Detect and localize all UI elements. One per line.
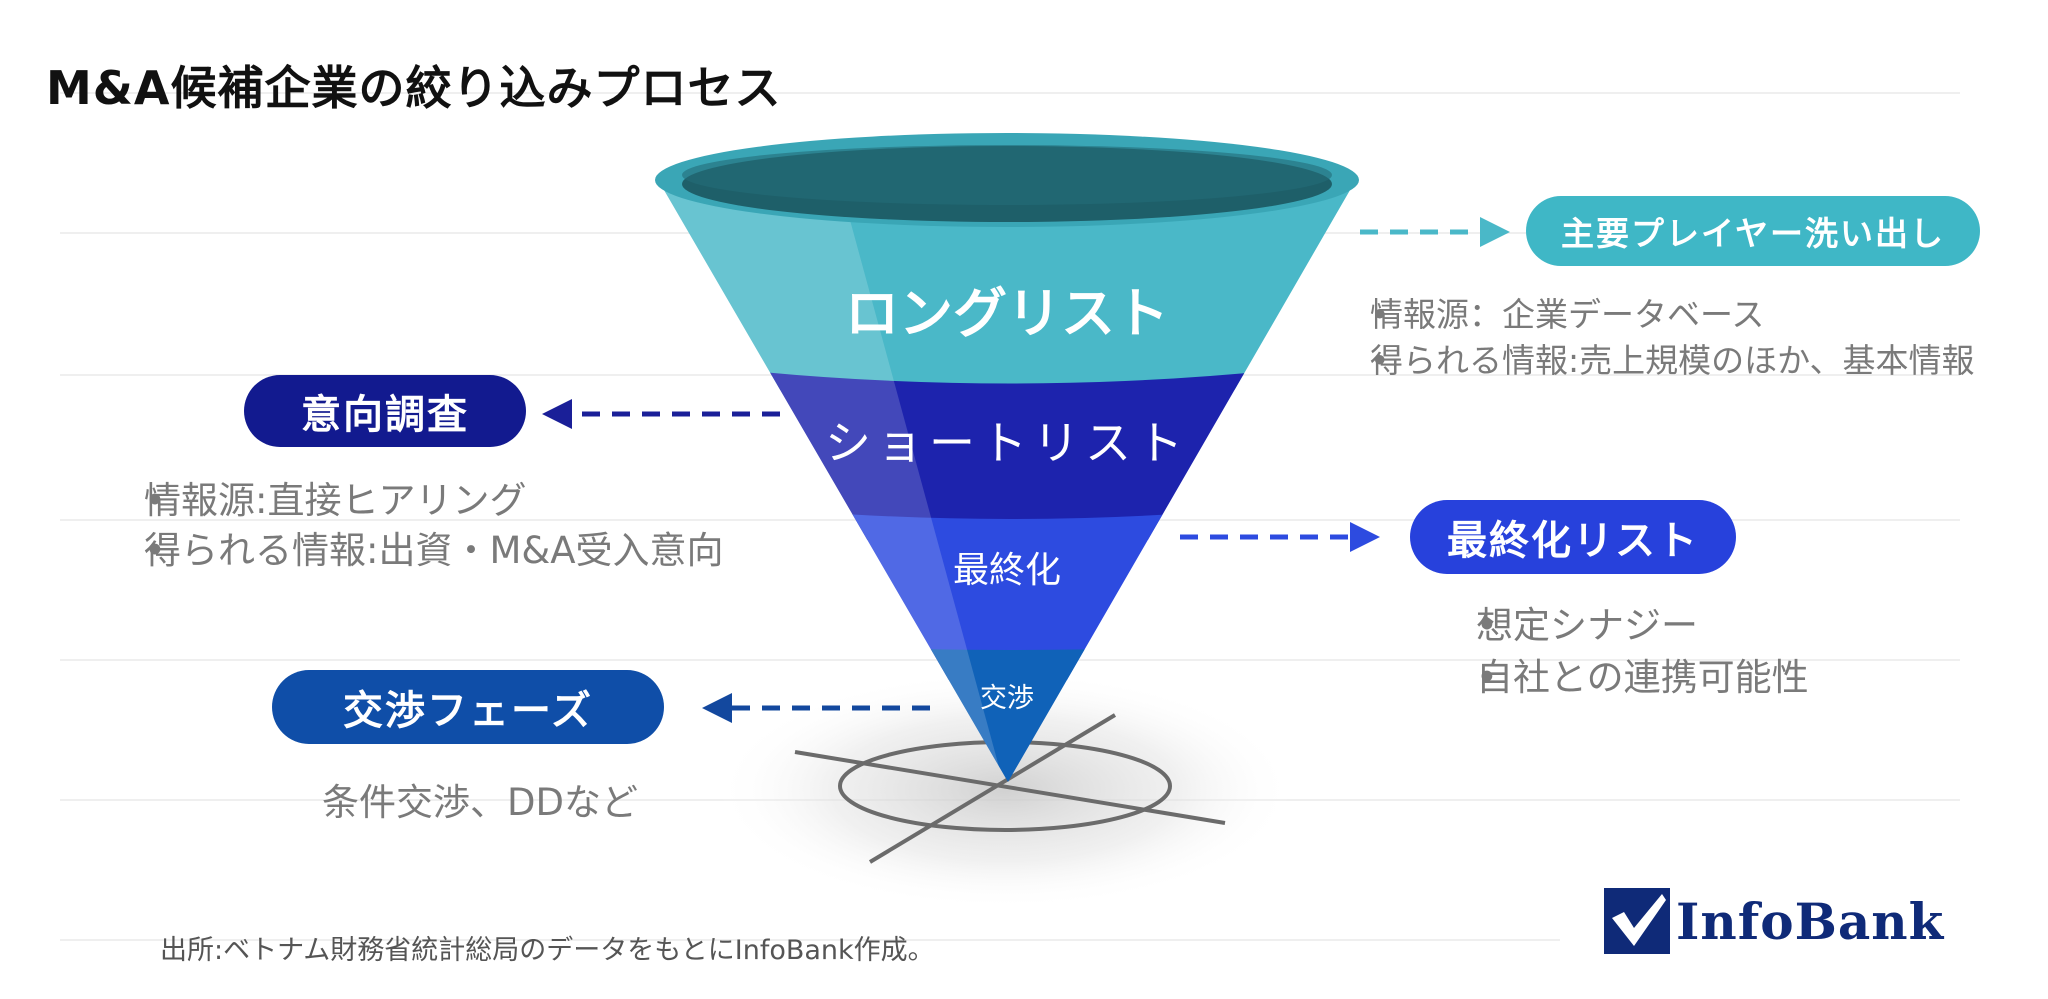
target-marker xyxy=(794,713,1226,864)
arrow-to-players xyxy=(1360,217,1510,247)
funnel-shadow xyxy=(715,670,1295,910)
source-note: 出所:ベトナム財務省統計総局のデータをもとにInfoBank作成。 xyxy=(160,935,935,966)
arrow-to-negotiation xyxy=(702,693,930,723)
list-item: 情報源:直接ヒアリング xyxy=(78,476,724,526)
funnel-label-final: 最終化 xyxy=(953,550,1061,591)
list-item: 情報源：企業データベース xyxy=(1330,292,1974,338)
page-title: M&A候補企業の絞り込みプロセス xyxy=(46,61,782,115)
funnel-label-longlist: ロングリスト xyxy=(845,282,1169,345)
list-item: 得られる情報:売上規模のほか、基本情報 xyxy=(1330,338,1974,384)
intent-pill: 意向調査 xyxy=(244,375,526,447)
intent-bullets: 情報源:直接ヒアリング 得られる情報:出資・M&A受入意向 xyxy=(78,476,724,576)
infobank-logo: InfoBank xyxy=(1604,888,1944,954)
negotiation-text: 条件交渉、DDなど xyxy=(322,781,638,824)
funnel-label-negotiation: 交渉 xyxy=(980,683,1034,714)
negotiation-pill: 交渉フェーズ xyxy=(272,670,664,744)
final-list-pill: 最終化リスト xyxy=(1410,500,1736,574)
arrow-to-intent xyxy=(542,399,780,429)
players-pill: 主要プレイヤー洗い出し xyxy=(1526,196,1980,266)
logo-wordmark: InfoBank xyxy=(1676,891,1945,951)
funnel-label-shortlist: ショートリスト xyxy=(825,416,1189,470)
list-item: 想定シナジー xyxy=(1410,600,1809,652)
final-list-bullets: 想定シナジー 自社との連携可能性 xyxy=(1410,600,1809,704)
list-item: 自社との連携可能性 xyxy=(1410,652,1809,704)
players-bullets: 情報源：企業データベース 得られる情報:売上規模のほか、基本情報 xyxy=(1330,292,1974,384)
checkmark-logo-icon xyxy=(1604,888,1670,954)
list-item: 得られる情報:出資・M&A受入意向 xyxy=(78,526,724,576)
arrow-to-final-list xyxy=(1180,522,1380,552)
